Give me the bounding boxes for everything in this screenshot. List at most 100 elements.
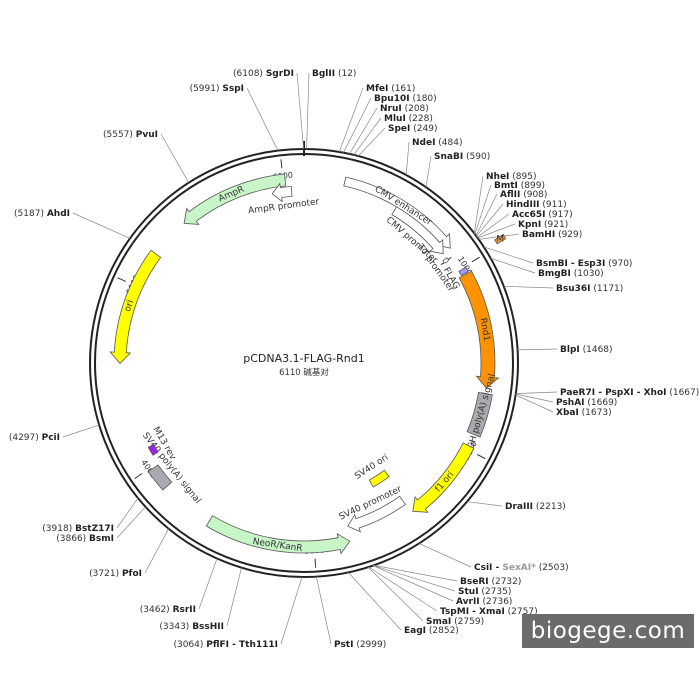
site-line-acc65i: [476, 213, 510, 238]
site-line-rsrii: [198, 558, 218, 610]
site-position: (908): [520, 190, 547, 200]
site-name: AflII: [500, 190, 520, 200]
site-lines: [62, 72, 558, 645]
site-label-csii: CsiI - SexAI* (2503): [474, 563, 569, 573]
site-label-stui: StuI (2735): [458, 587, 511, 597]
site-line-bmgbi: [490, 257, 536, 274]
site-name: KpnI: [518, 220, 541, 230]
site-label-bstz17i: (3918) BstZ17I: [42, 524, 114, 534]
site-line-mfei: [338, 87, 364, 153]
site-position: (921): [541, 220, 568, 230]
site-name: SmaI: [426, 617, 451, 627]
site-label-spei: SpeI (249): [388, 124, 437, 134]
tick-6000: [280, 159, 283, 169]
site-line-spei: [357, 127, 386, 157]
site-position: (2732): [489, 577, 522, 587]
feature-rnd1: Rnd1: [458, 270, 500, 389]
site-label-paer7i-pspxi-xhoi: PaeR7I - PspXI - XhoI (1667): [560, 388, 699, 398]
site-line-bstz17i: [116, 497, 139, 529]
site-line-kpni: [477, 223, 516, 239]
site-line-bmti: [474, 184, 492, 235]
site-line-csii: [418, 543, 472, 568]
site-label-bsmi: (3866) BsmI: [56, 534, 114, 544]
site-label-nrui: NruI (208): [380, 104, 429, 114]
site-name: BlpI: [560, 345, 580, 355]
feature-label-m: M: [496, 235, 504, 245]
site-line-bsmi: [116, 506, 146, 539]
site-line-paer7i-pspxi-xhoi: [515, 391, 558, 394]
site-label-ahdi: (5187) AhdI: [14, 209, 70, 219]
site-position: (3064): [173, 640, 206, 650]
site-position: (228): [406, 114, 433, 124]
site-position: (1030): [571, 269, 604, 279]
site-label-bpu10i: Bpu10I (180): [374, 94, 437, 104]
site-line-bsshii: [226, 567, 242, 627]
site-label-mlui: MluI (228): [384, 114, 433, 124]
site-line-eagi: [348, 572, 402, 631]
site-label-bglii: BglII (12): [312, 69, 356, 79]
feature-m: M: [494, 233, 507, 245]
site-position: (5187): [14, 209, 47, 219]
feature-label-ampr-promoter: AmpR promoter: [248, 197, 321, 216]
site-line-sgrdi: [296, 72, 304, 150]
feature-sv40-promoter: SV40 promoter: [338, 484, 406, 533]
site-position: (917): [546, 210, 573, 220]
tick-3000: [314, 558, 317, 568]
site-position: (484): [435, 138, 462, 148]
site-line-ahdi: [72, 212, 131, 239]
site-name: CsiI -: [474, 563, 502, 573]
site-position: (5557): [103, 130, 136, 140]
site-name: NheI: [486, 172, 509, 182]
feature-label-neor-kanr: NeoR/KanR: [252, 537, 303, 554]
site-name: BglII: [312, 69, 335, 79]
site-name: PstI: [334, 640, 353, 650]
site-name: PshAI: [556, 398, 585, 408]
site-label-eagi: EagI (2852): [404, 626, 459, 636]
site-label-bamhi: BamHI (929): [522, 230, 582, 240]
site-label-draiii: DraIII (2213): [505, 502, 566, 512]
site-label-aflii: AflII (908): [500, 190, 547, 200]
tick-4000: [134, 473, 143, 480]
site-name: BmtI: [494, 181, 518, 191]
site-line-bsu36i: [503, 285, 554, 289]
site-name: BseRI: [460, 577, 489, 587]
site-label-tspmi-xmai: TspMI - XmaI (2757): [440, 607, 538, 617]
site-label-sgrdi: (6108) SgrDI: [233, 69, 294, 79]
site-label-bmgbi: BmgBI (1030): [538, 269, 604, 279]
site-position: (3866): [56, 534, 89, 544]
site-line-sspi: [246, 87, 279, 151]
site-line-nrui: [349, 107, 378, 155]
site-position: (12): [335, 69, 356, 79]
site-position: (3721): [89, 569, 122, 579]
site-position: (2759): [451, 617, 484, 627]
site-line-tspmi-xmai: [368, 566, 438, 612]
site-position: (180): [410, 94, 437, 104]
site-line-mlui: [353, 117, 382, 156]
plasmid-size-value: 6110: [279, 368, 301, 378]
site-line-pcii: [62, 424, 100, 438]
feature-ori: ori: [109, 249, 162, 365]
plasmid-size: 6110 碱基对: [279, 367, 329, 378]
site-name: AhdI: [47, 209, 70, 219]
site-name: BssHII: [192, 622, 224, 632]
site-line-pshai: [515, 393, 554, 403]
site-position: (911): [540, 200, 567, 210]
tick-2000: [477, 454, 486, 460]
site-line-bseri: [373, 564, 458, 582]
site-label-xbai: XbaI (1673): [556, 408, 612, 418]
site-labels: BglII (12)MfeI (161)Bpu10I (180)NruI (20…: [9, 69, 699, 650]
watermark: biogege.com: [522, 614, 694, 648]
site-position: (1171): [591, 284, 624, 294]
feature-label-ori: ori: [123, 299, 136, 313]
site-line-draiii: [466, 501, 503, 507]
site-name: RsrII: [173, 605, 196, 615]
site-position: (1667): [666, 388, 699, 398]
feature-f1-ori: f1 ori: [412, 442, 475, 513]
site-line-snabi: [425, 155, 432, 188]
feature-sv40-ori: SV40 ori: [353, 453, 390, 488]
site-line-hindiii: [476, 203, 504, 237]
plasmid-size-unit: 碱基对: [303, 367, 329, 378]
site-name: XbaI: [556, 408, 579, 418]
site-line-smai: [367, 566, 424, 622]
